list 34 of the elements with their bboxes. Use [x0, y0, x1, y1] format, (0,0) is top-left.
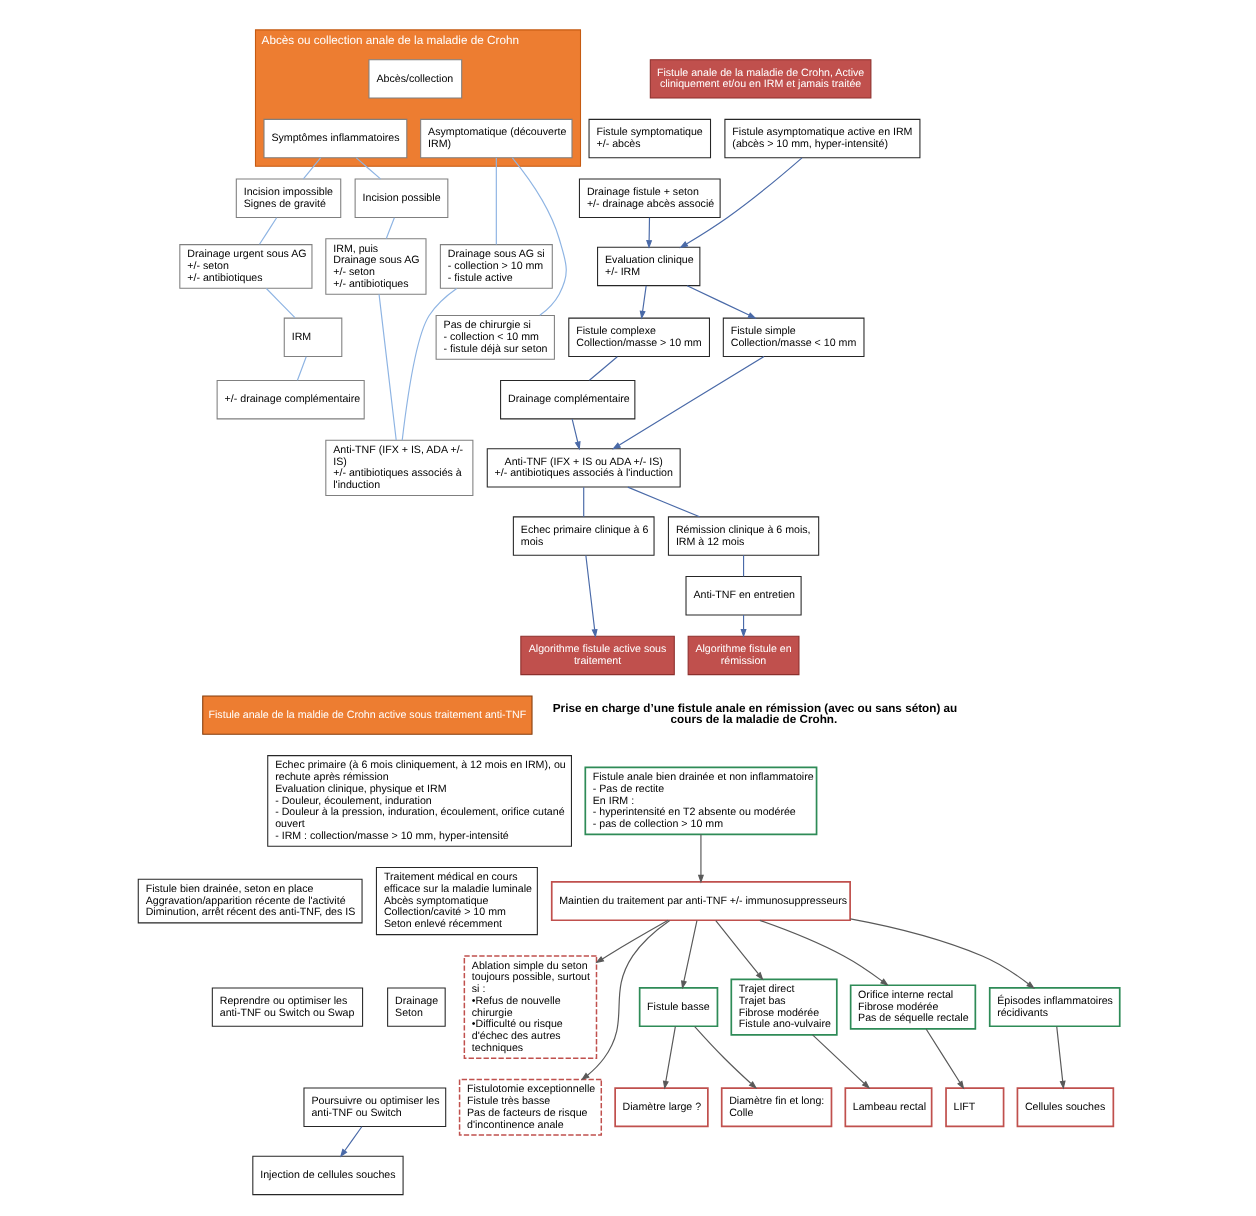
- arrow: [1055, 1026, 1065, 1090]
- connector: [582, 486, 584, 518]
- arrow: [661, 1026, 675, 1090]
- connector: [257, 217, 277, 245]
- arrow: [611, 355, 764, 450]
- connector: [494, 157, 496, 246]
- arrow: [645, 217, 652, 249]
- arrow: [685, 285, 756, 319]
- arrow: [570, 418, 580, 451]
- arrow: [594, 919, 668, 964]
- connector: [384, 217, 394, 240]
- connector: [626, 486, 700, 518]
- arrow: [638, 285, 646, 320]
- connector: [301, 157, 321, 180]
- connector: [264, 287, 295, 319]
- connector: [295, 356, 306, 381]
- connector: [741, 554, 744, 577]
- arrow: [584, 554, 597, 638]
- arrow: [678, 157, 802, 249]
- arrow: [848, 918, 1034, 989]
- arrow: [714, 920, 763, 981]
- arrow: [338, 1126, 362, 1158]
- arrow: [758, 919, 888, 987]
- connector: [510, 157, 566, 316]
- connector: [354, 157, 381, 180]
- arrow: [811, 1034, 870, 1090]
- connector: [587, 356, 617, 381]
- connector: [400, 287, 457, 441]
- arrow: [696, 834, 703, 884]
- arrow: [693, 1026, 757, 1090]
- arrow: [579, 919, 670, 1081]
- arrow: [924, 1028, 964, 1090]
- arrow: [680, 920, 697, 990]
- connector: [377, 293, 396, 441]
